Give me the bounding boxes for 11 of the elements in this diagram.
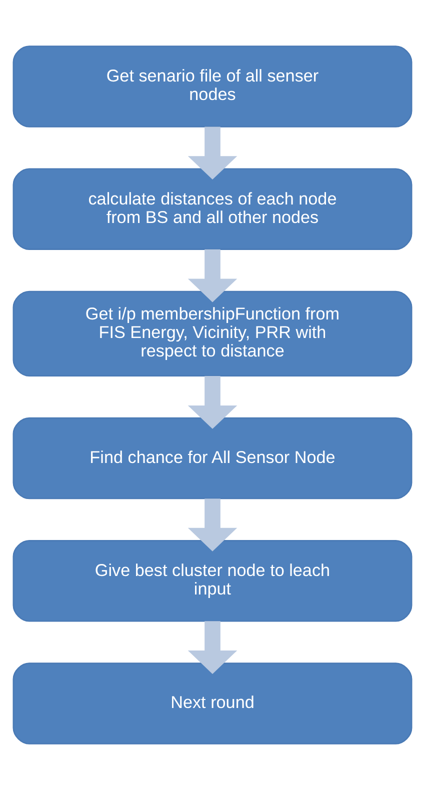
arrow — [188, 620, 238, 674]
arrow — [188, 498, 238, 551]
arrow — [188, 375, 238, 428]
arrow — [188, 248, 238, 302]
node-box: Next round — [12, 662, 412, 744]
node-box: Find chance for All Sensor Node — [12, 416, 412, 499]
node-box: Give best cluster node to leach input — [12, 540, 412, 622]
node-box: Get i/p membershipFunction from FIS Energy, Vicinity, PRR with respect to distance — [12, 290, 412, 376]
node-box: calculate distances of each node from BS and all other nodes — [12, 168, 412, 250]
node-box: Get senario file of all senser nodes — [12, 45, 412, 127]
arrow — [188, 126, 238, 180]
